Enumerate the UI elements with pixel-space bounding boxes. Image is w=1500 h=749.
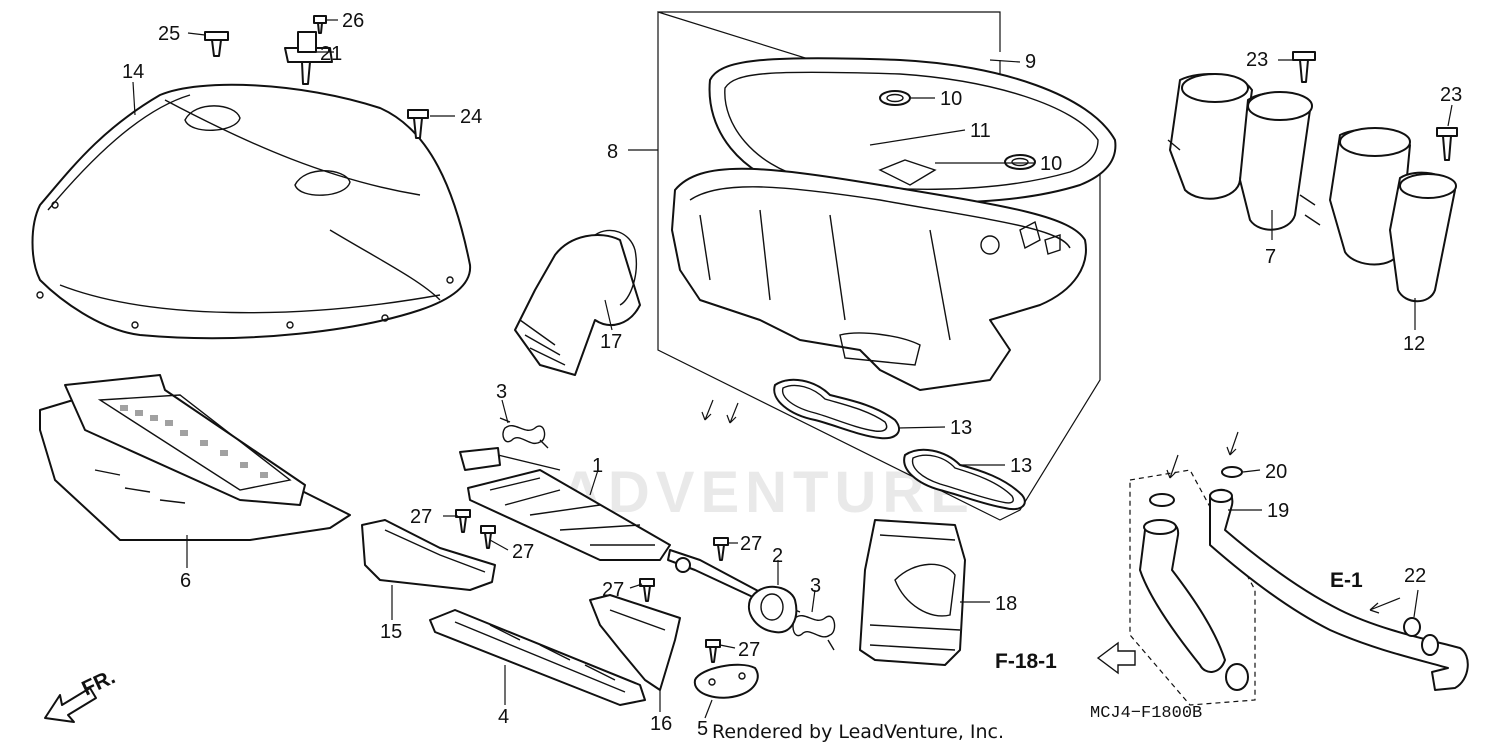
callout-4: 4 [498, 706, 509, 728]
air-duct-17[interactable] [514, 229, 641, 376]
callout-21: 21 [320, 43, 342, 65]
plate-4[interactable] [429, 609, 646, 706]
callout-27b: 27 [512, 541, 534, 563]
seal-13a[interactable] [773, 378, 900, 440]
air-funnel-7[interactable] [1167, 73, 1316, 231]
clamp-e1[interactable] [1225, 663, 1249, 691]
callout-27d: 27 [602, 579, 624, 601]
grommet-bolt-21[interactable] [284, 31, 333, 85]
callout-9: 9 [1025, 51, 1036, 73]
bolt-23a[interactable] [1292, 51, 1316, 83]
callout-7: 7 [1265, 246, 1276, 268]
screw-27a[interactable] [455, 509, 471, 533]
bolt-23b[interactable] [1436, 127, 1458, 161]
callout-26: 26 [342, 10, 364, 32]
callout-23a: 23 [1246, 49, 1268, 71]
spring-3a[interactable] [499, 417, 549, 449]
callout-3a: 3 [496, 381, 507, 403]
seal-13b[interactable] [903, 448, 1026, 511]
screw-25[interactable] [204, 31, 229, 57]
grommet-10a[interactable] [879, 90, 911, 106]
diagram-code: MCJ4−F1800B [1090, 704, 1202, 723]
grommet-10b[interactable] [1004, 154, 1036, 170]
credit-text: Rendered by LeadVenture, Inc. [712, 721, 1004, 743]
callout-23b: 23 [1440, 84, 1462, 106]
callout-19: 19 [1267, 500, 1289, 522]
callout-10a: 10 [940, 88, 962, 110]
chamber-18[interactable] [859, 519, 966, 666]
callout-labels: 1 2 3 3 4 5 6 7 8 9 10 10 11 12 13 13 14… [122, 10, 1462, 740]
callout-24: 24 [460, 106, 482, 128]
front-direction-icon [44, 687, 97, 723]
reference-label[interactable]: F-18-1 [995, 650, 1057, 673]
screw-24[interactable] [407, 109, 429, 139]
screw-26[interactable] [313, 15, 327, 34]
callout-27a: 27 [410, 506, 432, 528]
callout-13b: 13 [1010, 455, 1032, 477]
callout-13a: 13 [950, 417, 972, 439]
callout-14: 14 [122, 61, 144, 83]
sub-assembly-outline [1129, 469, 1256, 706]
callout-11: 11 [970, 120, 991, 142]
sub-assembly-label[interactable]: E-1 [1330, 569, 1363, 592]
shutter-valve-1[interactable] [459, 447, 761, 599]
callout-27e: 27 [738, 639, 760, 661]
air-cleaner-cover[interactable] [31, 83, 472, 340]
screw-27b[interactable] [480, 525, 496, 549]
breather-hose-e1[interactable] [1139, 493, 1226, 673]
screw-27e[interactable] [705, 639, 721, 663]
callout-17: 17 [600, 331, 622, 353]
callout-15: 15 [380, 621, 402, 643]
screw-27d[interactable] [639, 578, 655, 602]
callout-12: 12 [1403, 333, 1425, 355]
element-cover-6[interactable] [39, 374, 351, 541]
clip-20[interactable] [1221, 466, 1243, 478]
plate-5[interactable] [693, 663, 759, 699]
callout-5: 5 [697, 718, 708, 740]
air-cleaner-housing-8[interactable] [671, 159, 1087, 391]
flow-arrows [701, 399, 1401, 614]
callout-27c: 27 [740, 533, 762, 555]
callout-1: 1 [592, 455, 603, 477]
callout-10b: 10 [1040, 153, 1062, 175]
lid-15[interactable] [361, 519, 496, 591]
leader-lines [132, 19, 1453, 719]
callout-22: 22 [1404, 565, 1426, 587]
air-funnel-12[interactable] [1304, 127, 1457, 303]
screw-27c[interactable] [713, 537, 729, 561]
callout-8: 8 [607, 141, 618, 163]
callout-16: 16 [650, 713, 672, 735]
reference-arrow-icon [1096, 641, 1136, 675]
callout-3b: 3 [810, 575, 821, 597]
callout-2: 2 [772, 545, 783, 567]
callout-25: 25 [158, 23, 180, 45]
callout-20: 20 [1265, 461, 1287, 483]
callout-18: 18 [995, 593, 1017, 615]
clip-22[interactable] [1403, 617, 1421, 637]
breather-hose-19[interactable] [1209, 488, 1469, 691]
valve-2[interactable] [747, 585, 798, 634]
callout-6: 6 [180, 570, 191, 592]
